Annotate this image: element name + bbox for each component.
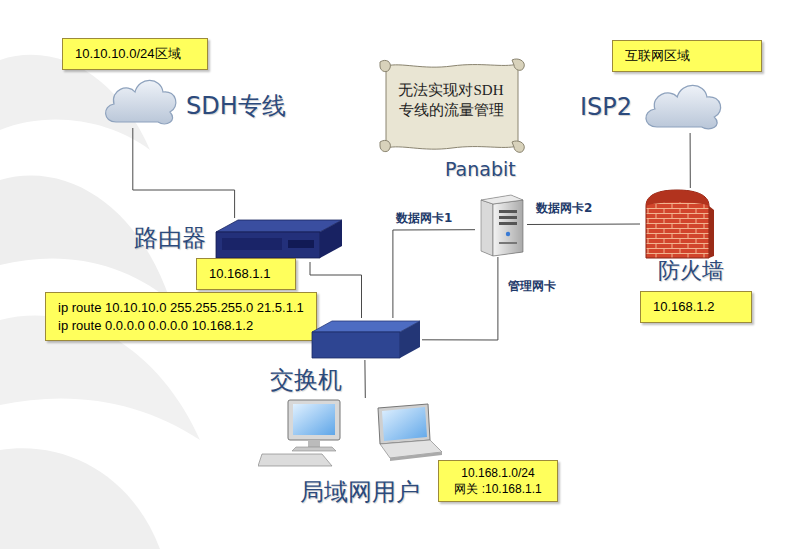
device-label: Panabit xyxy=(445,158,516,180)
network-link xyxy=(422,257,498,340)
region-label: 10.10.10.0/24区域 xyxy=(62,38,208,70)
device-label: 交换机 xyxy=(270,364,342,396)
network-link xyxy=(133,128,235,218)
network-link xyxy=(527,224,640,226)
switch-device: 交换机 xyxy=(310,318,422,360)
ip-label: 10.168.1.1 xyxy=(196,258,296,290)
box-text: 10.168.1.2 xyxy=(653,298,739,316)
panabit-server: Panabit xyxy=(475,192,527,257)
device-label: 路由器 xyxy=(134,222,206,254)
box-text: 10.168.1.1 xyxy=(209,265,283,283)
route-config: ip route 10.10.10.0 255.255.255.0 21.5.1… xyxy=(45,292,317,341)
device-label: 防火墙 xyxy=(658,256,724,286)
port-label: 数据网卡2 xyxy=(534,200,594,217)
network-link xyxy=(393,230,475,318)
sdh-cloud: SDH专线 xyxy=(100,70,180,128)
ip-label: 10.168.1.2 xyxy=(640,291,752,323)
box-text: ip route 10.10.10.0 255.255.255.0 21.5.1… xyxy=(58,299,304,317)
box-text: 10.168.1.0/24 网关 :10.168.1.1 xyxy=(449,465,547,497)
subnet-label: 10.168.1.0/24 网关 :10.168.1.1 xyxy=(438,460,558,502)
box-text: ip route 0.0.0.0 0.0.0.0 10.168.1.2 xyxy=(58,317,304,335)
box-text: 互联网区域 xyxy=(625,47,749,65)
port-label: 数据网卡1 xyxy=(394,210,454,227)
firewall-device: 防火墙 xyxy=(640,188,715,260)
box-text: 10.10.10.0/24区域 xyxy=(75,45,195,63)
note-text: 无法实现对SDH专线的流量管理 xyxy=(392,80,510,121)
region-label: 互联网区域 xyxy=(612,40,762,72)
network-link xyxy=(310,262,362,318)
router-device: 路由器 xyxy=(212,218,345,262)
network-link xyxy=(364,360,365,398)
device-label: ISP2 xyxy=(580,93,632,121)
network-link xyxy=(690,133,691,188)
isp-cloud: ISP2 xyxy=(640,75,725,133)
device-label: 局域网用户 xyxy=(300,476,420,508)
device-label: SDH专线 xyxy=(186,90,286,122)
lan-users: 局域网用户 xyxy=(258,398,443,470)
port-label: 管理网卡 xyxy=(506,278,558,295)
note-scroll: 无法实现对SDH专线的流量管理 xyxy=(372,58,530,156)
